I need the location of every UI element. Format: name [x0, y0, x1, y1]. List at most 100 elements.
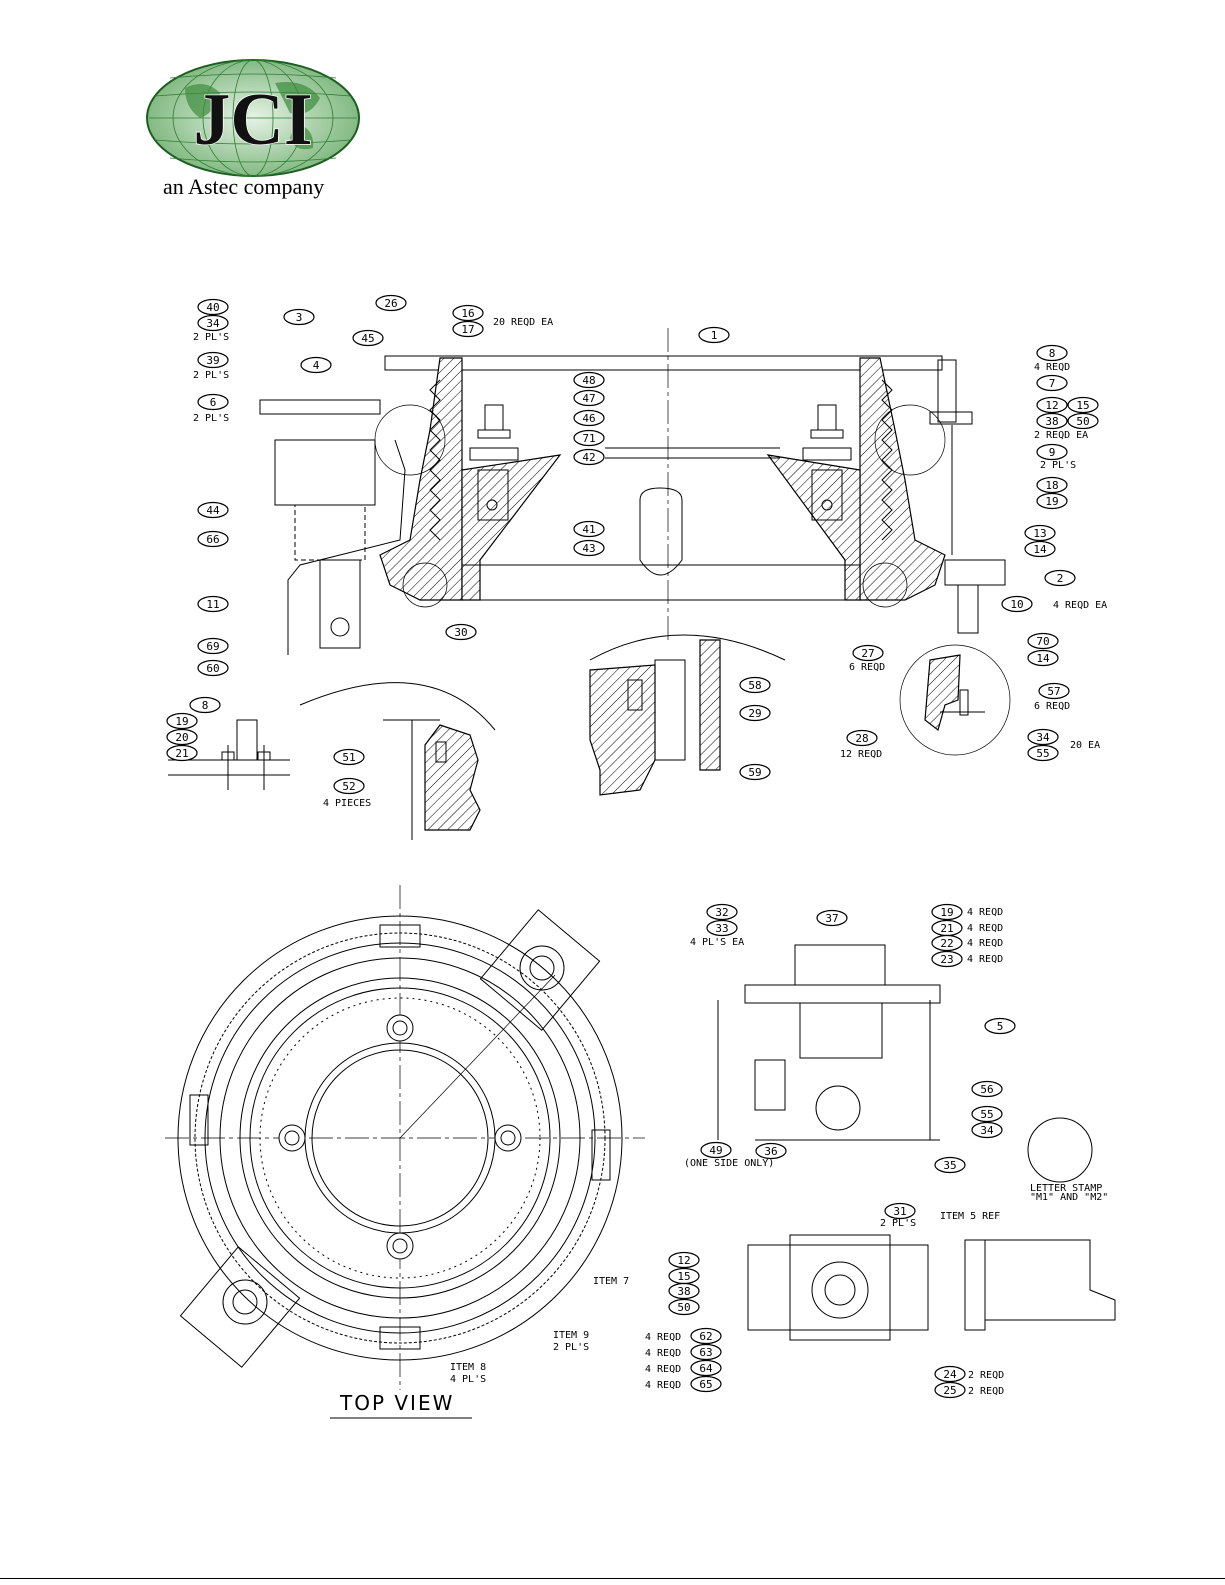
balloon-number: 16 [461, 307, 474, 320]
balloon-number: 10 [1010, 598, 1023, 611]
balloon-number: 48 [582, 374, 595, 387]
balloon-number: 55 [1036, 747, 1049, 760]
balloon-number: 19 [175, 715, 188, 728]
note-text: ITEM 7 [593, 1276, 629, 1287]
balloon-60: 60 [197, 659, 229, 677]
balloon-47: 47 [573, 389, 605, 407]
balloon-41: 41 [573, 520, 605, 538]
balloon-number: 7 [1049, 377, 1056, 390]
balloon-19: 19 [166, 712, 198, 730]
note-text: ITEM 5 REF [940, 1211, 1000, 1222]
balloon-32: 32 [706, 903, 738, 921]
balloon-number: 19 [1045, 495, 1058, 508]
balloon-58: 58 [739, 676, 771, 694]
balloon-50: 50 [668, 1298, 700, 1316]
drawing-notes: 2 PL'S 2 PL'S 2 PL'S 20 REQD EA 4 REQD 2 REQD… [193, 317, 1108, 1397]
balloon-28: 28 [846, 729, 878, 747]
balloon-45: 45 [352, 329, 384, 347]
note-text: 6 REQD [1034, 701, 1070, 712]
balloon-number: 62 [699, 1330, 712, 1343]
balloon-62: 62 [690, 1327, 722, 1345]
balloon-number: 5 [997, 1020, 1004, 1033]
note-text: 2 REQD [968, 1386, 1004, 1397]
balloon-19: 19 [1036, 492, 1068, 510]
note-text: 4 PL'S EA [690, 937, 744, 948]
balloon-10: 10 [1001, 595, 1033, 613]
note-text: 4 REQD [967, 923, 1003, 934]
note-text: 20 REQD EA [493, 317, 553, 328]
balloon-38: 38 [668, 1282, 700, 1300]
balloon-35: 35 [934, 1156, 966, 1174]
jci-logo: JCI [146, 59, 360, 177]
balloon-number: 9 [1049, 446, 1056, 459]
note-text: "M1" AND "M2" [1030, 1192, 1108, 1203]
balloon-11: 11 [197, 595, 229, 613]
balloon-number: 66 [206, 533, 219, 546]
balloon-21: 21 [931, 919, 963, 937]
footer-rule [0, 1578, 1225, 1579]
balloon-number: 30 [454, 626, 467, 639]
balloon-number: 42 [582, 451, 595, 464]
balloon-1: 1 [698, 326, 730, 344]
balloon-number: 1 [711, 329, 718, 342]
note-text: 4 REQD [645, 1364, 681, 1375]
balloon-5: 5 [984, 1017, 1016, 1035]
balloon-number: 69 [206, 640, 219, 653]
balloon-51: 51 [333, 748, 365, 766]
note-text: 2 PL'S [1040, 460, 1076, 471]
balloon-55: 55 [1027, 744, 1059, 762]
balloon-59: 59 [739, 763, 771, 781]
balloon-number: 4 [313, 359, 320, 372]
balloon-27: 27 [852, 644, 884, 662]
balloon-number: 47 [582, 392, 595, 405]
balloon-44: 44 [197, 501, 229, 519]
balloon-number: 29 [748, 707, 761, 720]
balloon-number: 34 [980, 1124, 994, 1137]
balloon-number: 39 [206, 354, 219, 367]
balloon-number: 20 [175, 731, 188, 744]
note-text: 4 REQD [645, 1380, 681, 1391]
balloon-number: 38 [677, 1285, 690, 1298]
note-text: 4 PL'S [450, 1374, 486, 1385]
note-text: 2 PL'S [880, 1218, 916, 1229]
balloon-23: 23 [931, 950, 963, 968]
balloon-number: 21 [175, 747, 188, 760]
balloon-number: 17 [461, 323, 474, 336]
note-text: ITEM 8 [450, 1362, 486, 1373]
balloon-number: 34 [206, 317, 220, 330]
detail-views [168, 634, 1011, 840]
balloon-42: 42 [573, 448, 605, 466]
balloon-number: 2 [1057, 572, 1064, 585]
balloon-number: 38 [1045, 415, 1058, 428]
balloon-number: 52 [342, 780, 355, 793]
balloon-57: 57 [1038, 682, 1070, 700]
note-text: (ONE SIDE ONLY) [684, 1158, 774, 1169]
balloon-71: 71 [573, 429, 605, 447]
top-view-title: TOP VIEW [339, 1391, 454, 1415]
balloon-number: 6 [210, 396, 217, 409]
balloon-56: 56 [971, 1080, 1003, 1098]
note-text: 2 PL'S [193, 370, 229, 381]
balloon-63: 63 [690, 1343, 722, 1361]
balloon-64: 64 [690, 1359, 722, 1377]
balloon-50: 50 [1067, 412, 1099, 430]
balloon-number: 28 [855, 732, 868, 745]
balloon-16: 16 [452, 304, 484, 322]
balloon-33: 33 [706, 919, 738, 937]
balloon-number: 27 [861, 647, 874, 660]
balloon-number: 55 [980, 1108, 993, 1121]
balloon-70: 70 [1027, 632, 1059, 650]
balloon-number: 46 [582, 412, 595, 425]
balloon-13: 13 [1024, 524, 1056, 542]
balloon-number: 59 [748, 766, 761, 779]
balloon-number: 11 [206, 598, 219, 611]
balloon-52: 52 [333, 777, 365, 795]
balloon-number: 70 [1036, 635, 1049, 648]
balloon-number: 3 [296, 311, 303, 324]
balloon-number: 22 [940, 937, 953, 950]
balloon-number: 12 [1045, 399, 1058, 412]
balloon-number: 41 [582, 523, 595, 536]
balloon-number: 43 [582, 542, 595, 555]
balloon-17: 17 [452, 320, 484, 338]
note-text: 2 REQD EA [1034, 430, 1088, 441]
